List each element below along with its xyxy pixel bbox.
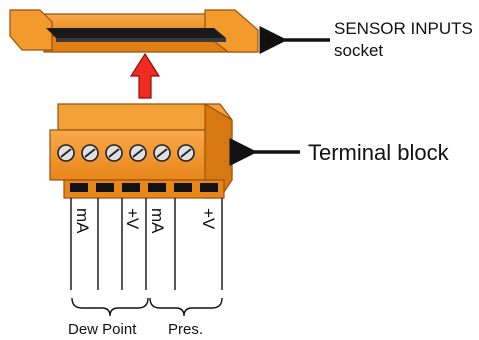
- wire-label-dew-v: +V: [123, 208, 142, 230]
- screw-head-icon: [105, 144, 123, 162]
- screw-head-icon: [57, 144, 75, 162]
- group-label-dew-point: Dew Point: [68, 321, 137, 338]
- up-arrow-icon: [129, 52, 161, 99]
- group-label-pres: Pres.: [168, 321, 203, 338]
- wire-label-pres-ma: mA: [148, 208, 167, 234]
- wires: [70, 198, 223, 290]
- screw-row: [57, 144, 195, 162]
- terminal-block: [49, 102, 233, 199]
- wire-entry-hole: [70, 183, 88, 192]
- wire-entry-row: [70, 183, 218, 192]
- wire-entry-hole: [122, 183, 140, 192]
- brace-pres: [149, 297, 223, 317]
- sensor-inputs-socket: [9, 9, 259, 53]
- wire-label-dew-ma: mA: [73, 208, 92, 234]
- wire-entry-hole: [96, 183, 114, 192]
- screw-head-icon: [177, 144, 195, 162]
- terminal-label: Terminal block: [308, 140, 450, 165]
- wire-label-pres-v: +V: [199, 208, 218, 230]
- socket-label-line2: socket: [334, 41, 383, 60]
- wire-entry-hole: [148, 183, 166, 192]
- screw-head-icon: [153, 144, 171, 162]
- screw-head-icon: [129, 144, 147, 162]
- socket-label-line1: SENSOR INPUTS: [334, 19, 473, 38]
- group-braces: [71, 297, 223, 317]
- brace-dew-point: [71, 297, 149, 317]
- wire-entry-hole: [200, 183, 218, 192]
- screw-head-icon: [81, 144, 99, 162]
- wire-entry-hole: [174, 183, 192, 192]
